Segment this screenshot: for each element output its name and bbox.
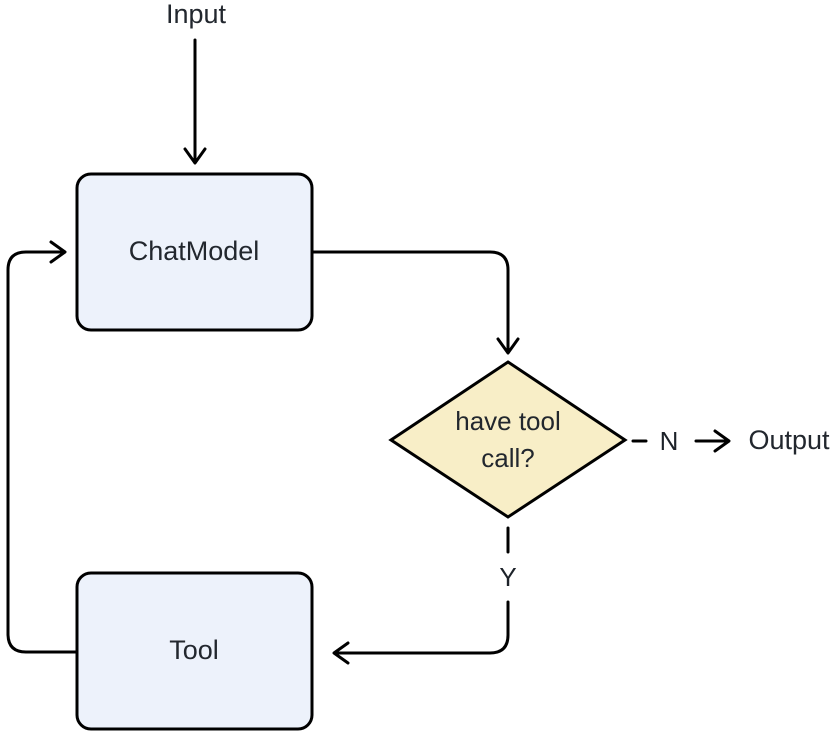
branch-y-label: Y — [499, 561, 517, 592]
branch-n-label: N — [659, 425, 679, 456]
output-label: Output — [748, 425, 830, 456]
chatmodel-label: ChatModel — [128, 236, 260, 267]
decision-label: have tool call? — [455, 403, 561, 477]
edge-chatmodel-to-decision — [311, 250, 520, 355]
edge-decision-to-tool — [332, 600, 510, 665]
edge-tool-to-chatmodel — [6, 240, 79, 654]
decision-label-line1: have tool — [455, 406, 561, 436]
input-label: Input — [165, 0, 227, 30]
decision-node — [388, 360, 628, 519]
chatmodel-node — [75, 172, 314, 332]
tool-node — [75, 571, 314, 731]
tool-label: Tool — [169, 635, 219, 666]
decision-label-line2: call? — [481, 443, 535, 473]
